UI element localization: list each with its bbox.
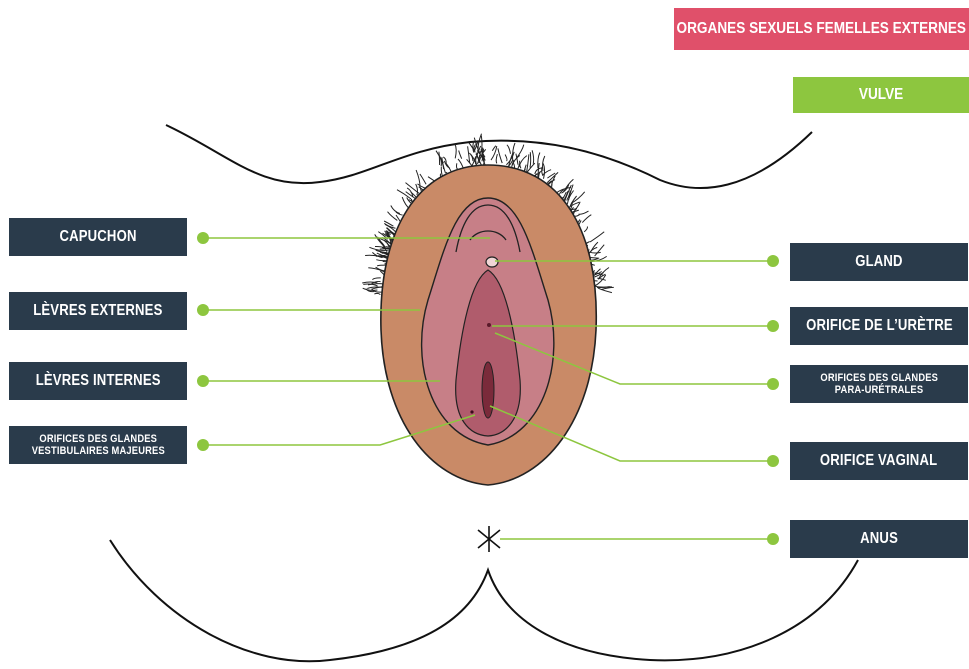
hair-strand <box>532 150 534 164</box>
title-badge: ORGANES SEXUELS FEMELLES EXTERNES <box>674 8 969 50</box>
hair-strand <box>439 152 440 165</box>
label-para-uretrales: ORIFICES DES GLANDES PARA-URÉTRALES <box>790 365 968 403</box>
hair-strand <box>584 227 587 232</box>
hair-strand <box>388 212 398 221</box>
label-gland-text: GLAND <box>855 253 902 271</box>
hair-strand <box>579 211 589 214</box>
hair-strand <box>527 154 529 171</box>
label-glandes-vestibulaires: ORIFICES DES GLANDES VESTIBULAIRES MAJEU… <box>9 426 187 464</box>
hair-strand <box>374 293 380 294</box>
urethral-opening <box>487 323 491 327</box>
hair-strand <box>591 242 598 251</box>
label-glandes-vestibulaires-line1: ORIFICES DES GLANDES <box>39 433 157 445</box>
hair-strand <box>543 163 544 178</box>
label-levres-externes: LÈVRES EXTERNES <box>9 292 187 330</box>
hair-strand <box>496 154 497 163</box>
hair-strand <box>505 155 507 162</box>
hair-strand <box>571 192 585 204</box>
label-capuchon-text: CAPUCHON <box>59 228 136 246</box>
label-uretre: ORIFICE DE L’URÈTRE <box>790 307 968 345</box>
hair-strand <box>391 206 400 214</box>
hair-strand <box>513 143 515 160</box>
label-anus-text: ANUS <box>860 530 898 548</box>
hair-strand <box>582 215 591 223</box>
label-levres-externes-text: LÈVRES EXTERNES <box>33 302 162 320</box>
hair-strand <box>516 145 524 159</box>
hair-strand <box>498 148 502 163</box>
label-glandes-vestibulaires-line2: VESTIBULAIRES MAJEURES <box>31 445 164 457</box>
hair-strand <box>530 152 531 167</box>
hair-strand <box>590 252 601 253</box>
hair-strand <box>481 135 482 152</box>
buttocks-outline <box>110 540 858 661</box>
label-para-uretrales-line1: ORIFICES DES GLANDES <box>820 372 938 384</box>
subtitle-badge: VULVE <box>793 77 969 113</box>
hair-strand <box>595 245 605 256</box>
label-para-uretrales-line2: PARA-URÉTRALES <box>835 384 923 396</box>
vestibular-gland-opening <box>470 410 473 413</box>
vaginal-opening <box>482 362 494 418</box>
hair-strand <box>455 144 456 159</box>
label-gland: GLAND <box>790 243 968 281</box>
clitoris-glans <box>486 257 498 267</box>
label-anus: ANUS <box>790 520 968 558</box>
hair-strand <box>372 278 380 280</box>
hair-strand <box>543 170 552 175</box>
hair-strand <box>416 184 418 195</box>
hair-strand <box>362 282 377 283</box>
hair-strand <box>507 145 511 154</box>
label-vaginal: ORIFICE VAGINAL <box>790 442 968 480</box>
hair-strand <box>492 146 496 151</box>
hair-strand <box>590 232 604 242</box>
title-text: ORGANES SEXUELS FEMELLES EXTERNES <box>677 20 966 38</box>
label-uretre-text: ORIFICE DE L’URÈTRE <box>806 317 953 335</box>
hair-strand <box>459 151 462 159</box>
hair-strand <box>442 157 446 173</box>
label-levres-internes-text: LÈVRES INTERNES <box>36 372 161 390</box>
anus-mark <box>478 526 500 552</box>
label-levres-internes: LÈVRES INTERNES <box>9 362 187 400</box>
subtitle-text: VULVE <box>859 86 903 104</box>
label-capuchon: CAPUCHON <box>9 218 187 256</box>
hair-strand <box>457 163 458 169</box>
label-vaginal-text: ORIFICE VAGINAL <box>820 452 937 470</box>
hair-strand <box>420 174 426 184</box>
